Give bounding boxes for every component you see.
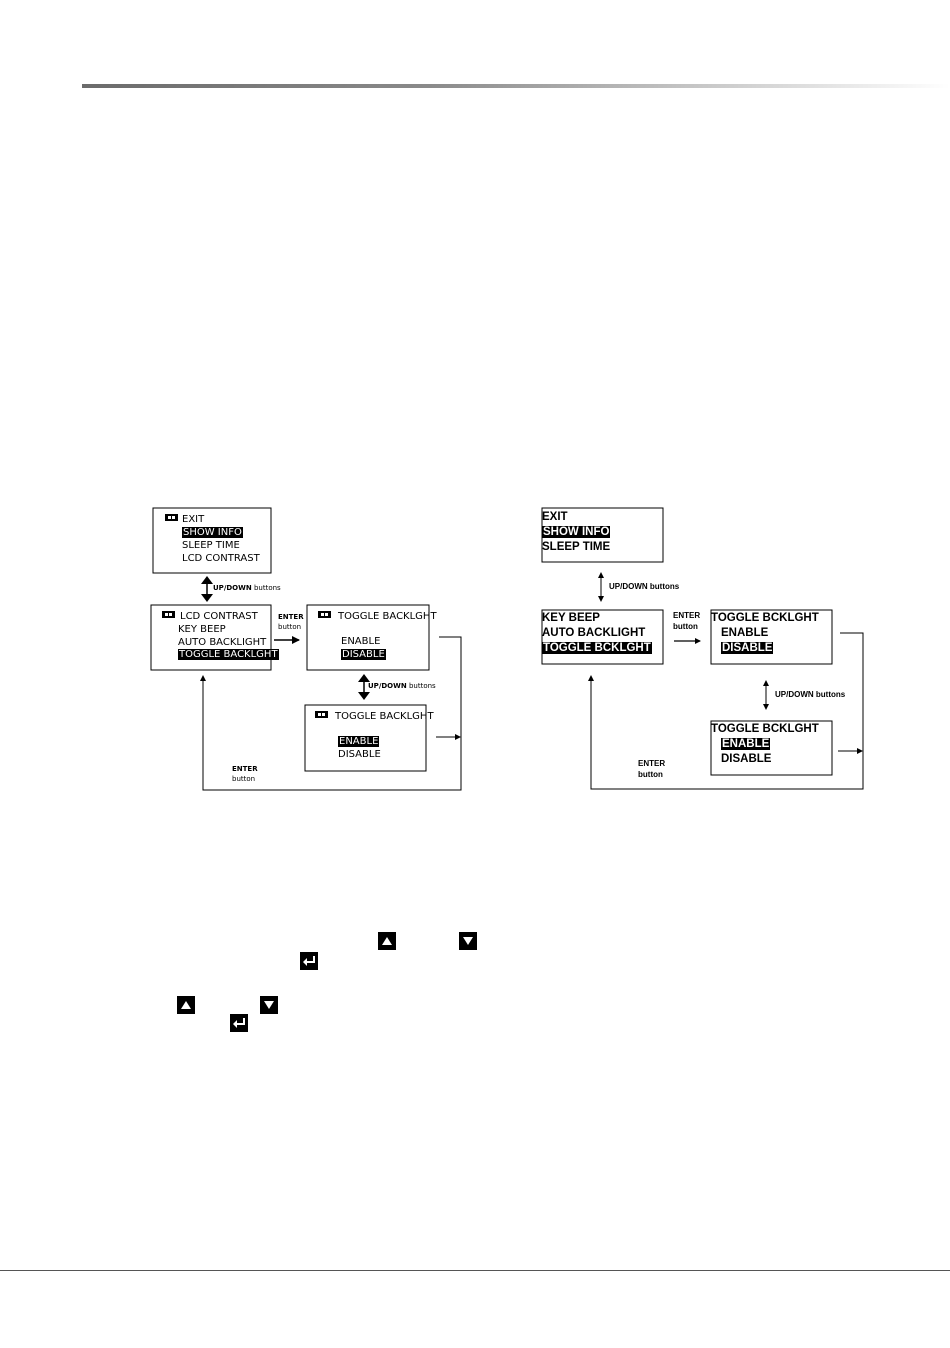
left-screen4-box — [304, 704, 427, 772]
left-screen2-line2: KEY BEEP — [178, 624, 226, 635]
right-screen1-line3: SLEEP TIME — [542, 541, 611, 553]
left-screen3-box — [306, 604, 430, 671]
right-screen1-line2: SHOW INFO — [542, 526, 611, 538]
left-screen4-title: TOGGLE BACKLGHT — [335, 711, 434, 722]
right-screen3-title: TOGGLE BCKLGHT — [711, 612, 819, 624]
battery-icon — [315, 711, 328, 718]
right-screen2-line1: KEY BEEP — [542, 612, 600, 624]
battery-icon — [165, 514, 178, 521]
right-screen2-line3: TOGGLE BCKLGHT — [542, 642, 652, 654]
left-screen1-line1: EXIT — [182, 514, 205, 525]
up-arrow-key-icon — [177, 996, 195, 1014]
left-screen4-opt1: ENABLE — [338, 736, 380, 747]
right-screen2-line2: AUTO BACKLIGHT — [542, 627, 646, 639]
left-screen2-line1: LCD CONTRAST — [180, 611, 258, 622]
enter-key-icon — [300, 952, 318, 970]
right-screen4-title: TOGGLE BCKLGHT — [711, 723, 819, 735]
battery-icon — [162, 611, 175, 618]
right-screen4-opt1: ENABLE — [721, 738, 771, 750]
right-screen4-box — [710, 720, 833, 776]
left-screen1-line2: SHOW INFO — [182, 527, 243, 538]
left-updown-label-2: UP/DOWN buttons — [368, 682, 436, 690]
right-screen4-opt2: DISABLE — [721, 753, 772, 765]
left-screen4-opt2: DISABLE — [338, 749, 381, 760]
right-screen3-opt2: DISABLE — [721, 642, 774, 654]
right-screen2-box — [541, 609, 664, 665]
footer-line — [0, 1270, 950, 1271]
left-screen3-opt2: DISABLE — [341, 649, 386, 660]
right-updown-label-1: UP/DOWN buttons — [609, 582, 680, 591]
up-arrow-key-icon — [378, 932, 396, 950]
left-screen2-line3: AUTO BACKLIGHT — [178, 637, 267, 648]
left-screen2-box — [150, 604, 272, 671]
left-screen3-title: TOGGLE BACKLGHT — [338, 611, 437, 622]
enter-key-icon — [230, 1014, 248, 1032]
left-updown-label-1: UP/DOWN buttons — [213, 584, 281, 592]
left-screen2-line4: TOGGLE BACKLGHT — [178, 649, 279, 660]
right-screen1-line1: EXIT — [542, 511, 568, 523]
left-screen1-line3: SLEEP TIME — [182, 540, 240, 551]
right-screen3-box — [710, 609, 833, 665]
down-arrow-key-icon — [459, 932, 477, 950]
left-screen3-opt1: ENABLE — [341, 636, 381, 647]
right-screen3-opt1: ENABLE — [721, 627, 769, 639]
right-updown-label-2: UP/DOWN buttons — [775, 690, 846, 699]
battery-icon — [318, 611, 331, 618]
down-arrow-key-icon — [260, 996, 278, 1014]
header-bar — [82, 84, 950, 88]
left-screen1-line4: LCD CONTRAST — [182, 553, 260, 564]
left-screen1-box — [152, 507, 272, 574]
